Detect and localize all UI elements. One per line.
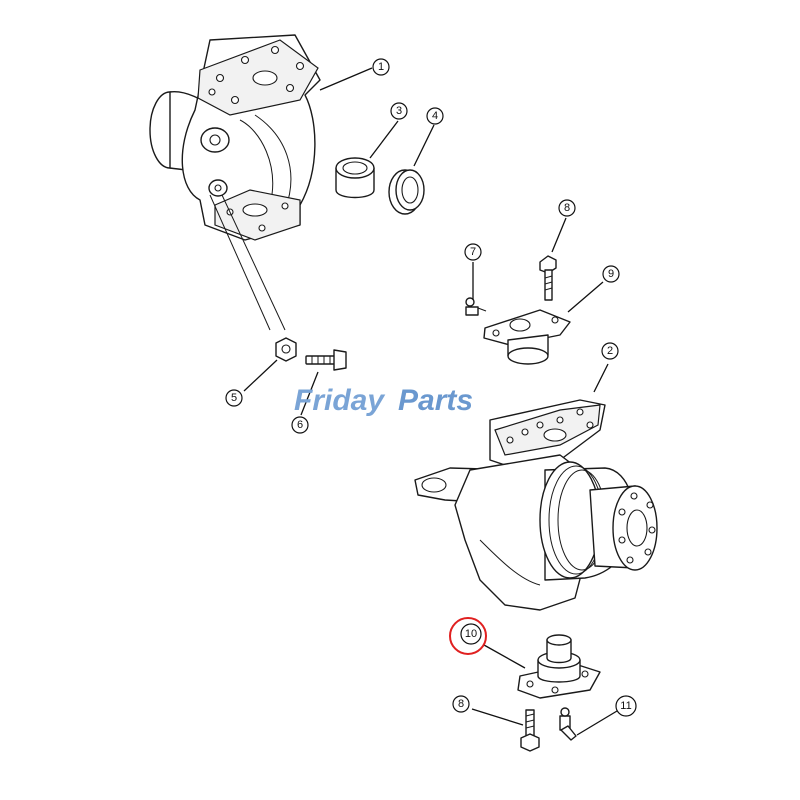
part-10-lower-kingpin [517,634,601,699]
callout-label-7: 7 [470,246,476,258]
callout-label-8a: 8 [564,202,570,214]
callout-label-6: 6 [297,419,303,431]
callout-5: 5 [225,389,243,407]
leader-3 [369,120,399,159]
part-5-nut [275,337,297,362]
callout-label-2: 2 [607,345,613,357]
callout-7: 7 [464,243,482,261]
part-8-bolt-upper [539,255,557,301]
leader-8a [551,217,567,253]
part-11-grease-fitting [559,707,577,741]
leader-8b [471,708,524,726]
callout-1: 1 [372,58,390,76]
leader-11 [576,710,618,736]
watermark-logo: Friday Parts [294,384,473,417]
callout-label-10: 10 [465,628,477,640]
callout-4: 4 [426,107,444,125]
callout-2: 2 [601,342,619,360]
leader-2 [593,363,609,393]
callout-11: 11 [615,695,637,717]
part-8-bolt-lower [520,709,540,752]
callout-6: 6 [291,416,309,434]
part-1-knuckle-housing [149,34,321,331]
part-6-bolt [305,349,347,371]
highlight-ring-10 [449,617,487,655]
callout-8a: 8 [558,199,576,217]
leader-1 [319,67,373,91]
callout-label-3: 3 [396,105,402,117]
part-4-seal [388,169,425,215]
leader-10 [483,644,526,669]
callout-label-8b: 8 [458,698,464,710]
callout-10: 10 [460,623,482,645]
callout-8b: 8 [452,695,470,713]
watermark-brand-part1: Friday [294,384,385,417]
callouts: 1 3 4 8 7 9 2 5 6 10 8 11 [225,58,637,717]
leader-4 [413,124,435,167]
leader-6 [300,371,319,416]
leader-5 [243,359,278,392]
part-7-grease-fitting [465,297,487,316]
callout-label-4: 4 [432,110,438,122]
callout-label-11: 11 [620,700,631,712]
watermark-brand-part2: Parts [398,384,473,417]
callout-label-5: 5 [231,392,237,404]
callout-label-1: 1 [378,61,384,73]
callout-3: 3 [390,102,408,120]
part-2-steering-knuckle [414,399,658,611]
part-9-kingpin-cap [483,309,571,365]
callout-9: 9 [602,265,620,283]
leader-lines [243,67,618,736]
callout-label-9: 9 [608,268,614,280]
leader-9 [567,281,604,313]
part-3-bushing [335,157,375,199]
